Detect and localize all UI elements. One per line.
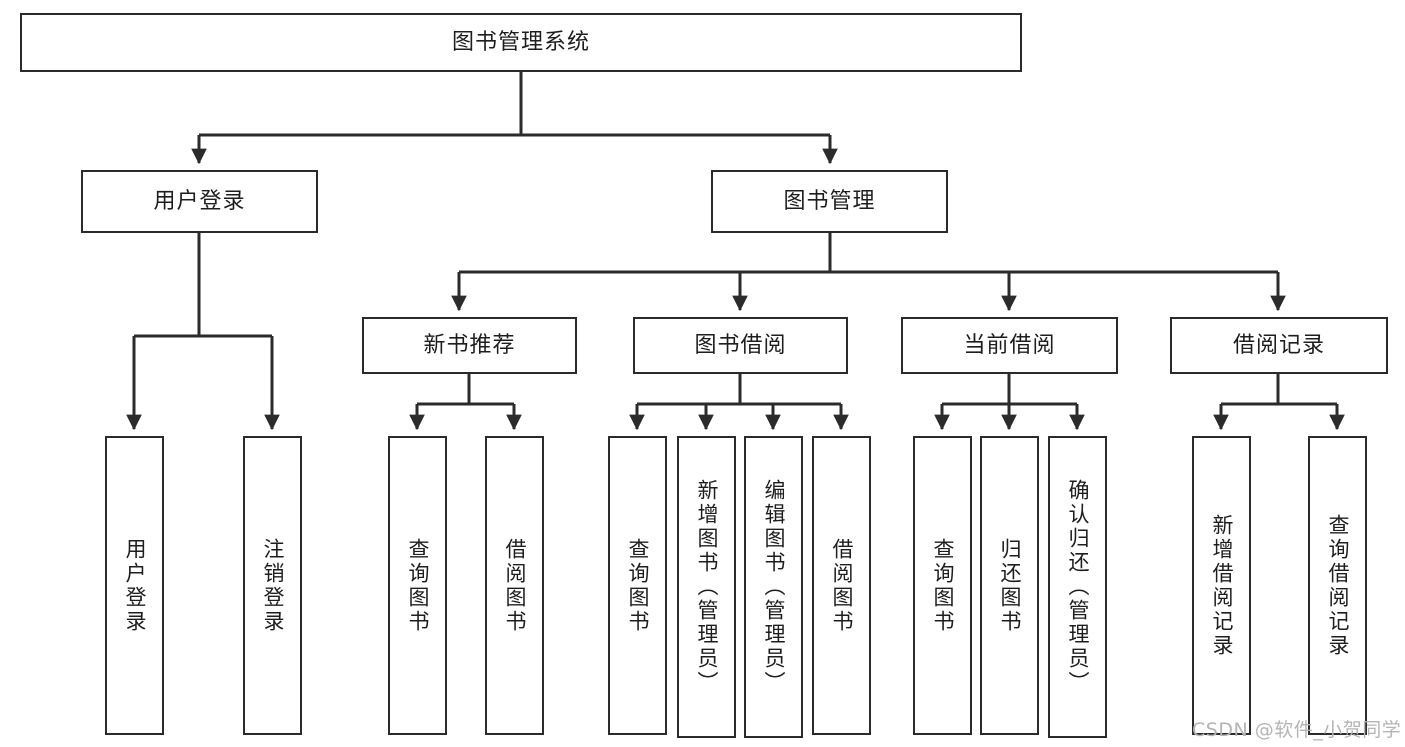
- leaf-borrow-edit-book-label: 编辑图书（管理员）: [762, 479, 786, 695]
- node-current-borrow-label: 当前借阅: [963, 332, 1056, 358]
- leaf-record-query[interactable]: 查询借阅记录: [1308, 436, 1367, 735]
- node-user-login[interactable]: 用户登录: [81, 170, 318, 233]
- node-new-book-recommend-label: 新书推荐: [423, 332, 516, 358]
- node-borrow-record[interactable]: 借阅记录: [1170, 317, 1388, 374]
- node-new-book-recommend[interactable]: 新书推荐: [362, 317, 577, 374]
- leaf-user-login-login[interactable]: 用户登录: [105, 436, 164, 735]
- leaf-borrow-query-book[interactable]: 查询图书: [608, 436, 667, 735]
- leaf-new-book-borrow[interactable]: 借阅图书: [485, 436, 544, 735]
- leaf-current-return-book[interactable]: 归还图书: [980, 436, 1039, 735]
- leaf-borrow-edit-book[interactable]: 编辑图书（管理员）: [744, 436, 803, 738]
- leaf-record-add[interactable]: 新增借阅记录: [1192, 436, 1251, 735]
- leaf-new-book-borrow-label: 借阅图书: [503, 537, 527, 634]
- node-root[interactable]: 图书管理系统: [20, 13, 1022, 72]
- leaf-current-return-book-label: 归还图书: [998, 537, 1022, 634]
- leaf-borrow-query-book-label: 查询图书: [626, 537, 650, 634]
- leaf-new-book-query-label: 查询图书: [406, 537, 430, 634]
- node-book-manage[interactable]: 图书管理: [711, 170, 948, 233]
- node-root-label: 图书管理系统: [451, 29, 590, 55]
- leaf-borrow-add-book[interactable]: 新增图书（管理员）: [677, 436, 736, 738]
- leaf-current-confirm-return-label: 确认归还（管理员）: [1066, 479, 1090, 695]
- leaf-borrow-borrow-book[interactable]: 借阅图书: [812, 436, 871, 735]
- leaf-record-query-label: 查询借阅记录: [1326, 513, 1350, 658]
- node-current-borrow[interactable]: 当前借阅: [901, 317, 1118, 374]
- leaf-borrow-borrow-book-label: 借阅图书: [830, 537, 854, 634]
- leaf-record-add-label: 新增借阅记录: [1210, 513, 1234, 658]
- csdn-watermark: CSDN @软件_小贺同学: [1192, 719, 1402, 741]
- leaf-user-login-login-label: 用户登录: [123, 537, 147, 634]
- node-book-manage-label: 图书管理: [783, 188, 876, 214]
- leaf-borrow-add-book-label: 新增图书（管理员）: [695, 479, 719, 695]
- leaf-user-login-logout-label: 注销登录: [261, 537, 285, 634]
- node-user-login-label: 用户登录: [153, 188, 246, 214]
- leaf-current-confirm-return[interactable]: 确认归还（管理员）: [1048, 436, 1107, 738]
- node-book-borrow[interactable]: 图书借阅: [633, 317, 848, 374]
- leaf-current-query-book-label: 查询图书: [931, 537, 955, 634]
- node-borrow-record-label: 借阅记录: [1232, 332, 1325, 358]
- node-book-borrow-label: 图书借阅: [694, 332, 787, 358]
- leaf-user-login-logout[interactable]: 注销登录: [243, 436, 302, 735]
- leaf-current-query-book[interactable]: 查询图书: [913, 436, 972, 735]
- leaf-new-book-query[interactable]: 查询图书: [388, 436, 447, 735]
